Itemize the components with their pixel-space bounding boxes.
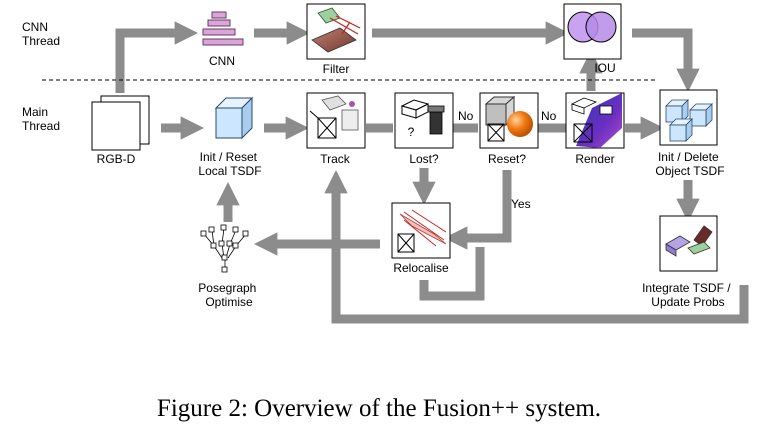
object-cubes-icon — [665, 99, 713, 142]
no-label-2: No — [541, 109, 557, 123]
printer-icon — [570, 97, 613, 115]
filter-icon — [311, 7, 361, 53]
init-delete-label: Init / Delete Object TSDF — [655, 150, 724, 178]
track-node: Track — [306, 92, 366, 166]
rgbd-node: RGB-D — [91, 95, 150, 166]
relocalise-label: Relocalise — [393, 261, 449, 275]
printer-icon — [400, 99, 430, 119]
arrow-relocalise-loop — [419, 247, 485, 301]
posegraph-label: Posegraph Optimise — [198, 281, 259, 309]
cube-icon — [214, 96, 254, 140]
reset-label: Reset? — [488, 152, 526, 166]
cnn-node: CNN — [202, 11, 244, 68]
arrow-reset-yes-to-relocalise — [444, 170, 512, 250]
relocalise-node: Relocalise — [391, 202, 451, 275]
lost-label: Lost? — [409, 152, 439, 166]
main-thread-label: Main Thread — [22, 105, 60, 133]
filter-node: Filter — [306, 3, 366, 76]
init-delete-node: Init / Delete Object TSDF — [655, 89, 725, 178]
cnn-label: CNN — [209, 54, 235, 68]
camera-frustum-icon — [487, 123, 505, 142]
render-label: Render — [575, 152, 614, 166]
rgbd-label: RGB-D — [97, 152, 136, 166]
camera-frustum-icon — [397, 233, 415, 253]
posegraph-tree-icon — [200, 224, 249, 273]
integrate-label: Integrate TSDF / Update Probs — [642, 281, 734, 309]
track-label: Track — [320, 152, 351, 166]
lost-node: ? Lost? — [394, 92, 454, 166]
integrate-scene-icon — [665, 225, 713, 257]
camera-frustum-icon — [573, 123, 593, 143]
iou-node: IOU — [563, 3, 622, 75]
filter-label: Filter — [323, 62, 350, 76]
scene-objects-icon — [321, 95, 359, 131]
arrow-rgbd-to-cnn — [115, 21, 198, 93]
reset-node: Reset? — [479, 92, 539, 166]
arrow-feedback-to-track — [324, 170, 749, 324]
integrate-node: Integrate TSDF / Update Probs — [642, 215, 734, 309]
camera-frustum-icon — [309, 110, 337, 139]
cnn-layers-icon — [202, 11, 244, 46]
arrow-iou-to-init-delete — [632, 28, 700, 92]
init-reset-label: Init / Reset Local TSDF — [198, 150, 261, 178]
render-node: Render — [565, 92, 625, 166]
iou-venn-icon — [567, 11, 617, 43]
figure-caption: Figure 2: Overview of the Fusion++ syste… — [157, 395, 601, 422]
no-label-1: No — [458, 109, 474, 123]
posegraph-node: Posegraph Optimise — [198, 224, 259, 309]
lost-question-mark: ? — [408, 125, 415, 139]
object-stack-icon — [427, 105, 445, 135]
sphere-icon — [507, 111, 533, 137]
iou-label: IOU — [594, 61, 615, 75]
relocalise-scene-icon — [399, 209, 447, 247]
connectors — [115, 21, 749, 324]
yes-label: Yes — [511, 197, 531, 211]
init-reset-node: Init / Reset Local TSDF — [198, 96, 262, 178]
cnn-thread-label: CNN Thread — [22, 20, 60, 48]
